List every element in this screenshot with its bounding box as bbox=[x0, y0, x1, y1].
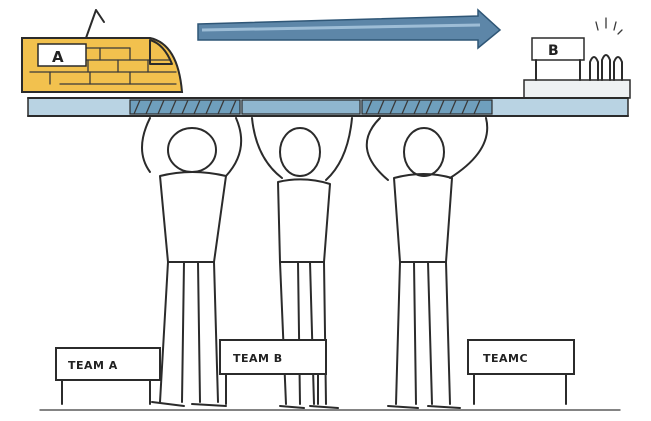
sign-team-b-label: TEAM B bbox=[233, 352, 283, 365]
sign-team-c: TEAMC bbox=[468, 340, 574, 404]
direction-arrow bbox=[198, 10, 500, 48]
sign-team-a-label: TEAM A bbox=[68, 359, 118, 372]
sign-team-a: TEAM A bbox=[56, 348, 160, 404]
train-label: A bbox=[52, 48, 64, 66]
track-bridge bbox=[28, 98, 628, 116]
station-b: B bbox=[524, 18, 630, 98]
sign-team-c-label: TEAMC bbox=[483, 352, 528, 365]
station-label: B bbox=[548, 43, 559, 59]
train-a: A bbox=[22, 10, 182, 92]
sign-team-b: TEAM B bbox=[220, 340, 326, 404]
